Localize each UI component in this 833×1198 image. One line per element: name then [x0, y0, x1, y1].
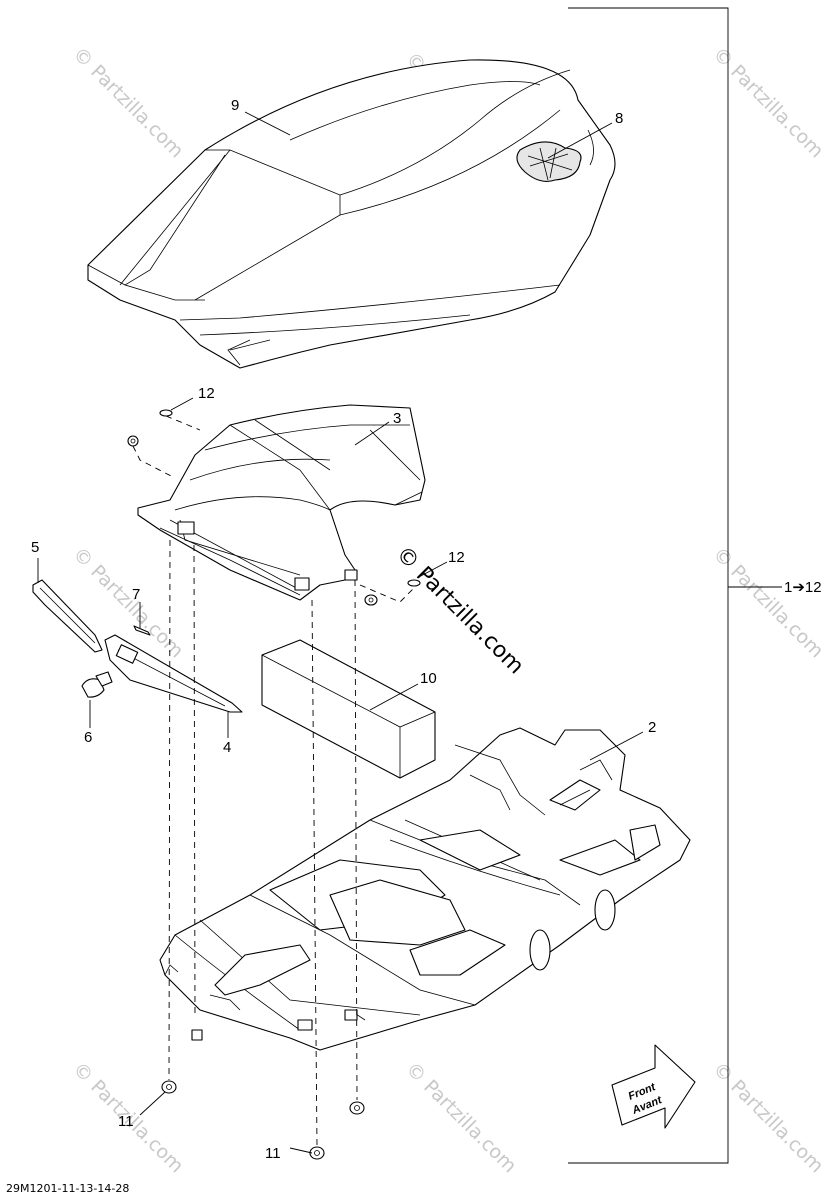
callout-12-right: 12	[448, 549, 465, 566]
callout-labels: 9 8 12 3 5 12 7 10 2 6 4 11 11	[31, 97, 656, 1162]
seat-base	[159, 727, 691, 1051]
callout-5: 5	[31, 539, 39, 556]
callout-11-left: 11	[118, 1113, 134, 1130]
drawing-code: 29M1201-11-13-14-28	[6, 1182, 129, 1195]
assembly-bracket: 1➔12	[568, 7, 822, 1164]
callout-6: 6	[84, 729, 92, 746]
assembly-dash-lines	[132, 415, 415, 1146]
seat-badge	[516, 141, 582, 182]
watermark-top-right: © Partzilla.com	[708, 43, 827, 162]
foam-block	[261, 639, 436, 779]
seat-support	[137, 404, 426, 601]
callout-8: 8	[615, 110, 623, 127]
front-direction-arrow: Front Avant	[611, 1044, 696, 1129]
watermark-mid-right: © Partzilla.com	[708, 543, 827, 662]
callout-4: 4	[223, 739, 231, 756]
bracket-label: 1➔12	[784, 579, 822, 596]
nut-11-left	[161, 1080, 177, 1094]
fastener-12-top	[127, 409, 173, 447]
watermark-top-left: © Partzilla.com	[68, 43, 187, 162]
callout-11-bottom: 11	[265, 1145, 281, 1162]
callout-10: 10	[420, 670, 437, 687]
seat-cover	[87, 59, 616, 369]
callout-2: 2	[648, 719, 656, 736]
push-rivet	[81, 671, 113, 698]
strap	[32, 579, 103, 653]
callout-12-top: 12	[198, 385, 215, 402]
callout-3: 3	[393, 410, 401, 427]
nut-11-bottom	[309, 1146, 325, 1160]
callout-7: 7	[132, 586, 140, 603]
small-clip	[133, 625, 151, 636]
callout-leaders	[37, 111, 644, 1154]
watermark-bottom-right: © Partzilla.com	[708, 1058, 827, 1177]
nut-11-right	[349, 1101, 365, 1115]
mounting-plate	[104, 634, 243, 713]
callout-9: 9	[231, 97, 239, 114]
fastener-12-right	[364, 579, 421, 606]
watermark-bottom-mid: © Partzilla.com	[401, 1058, 520, 1177]
